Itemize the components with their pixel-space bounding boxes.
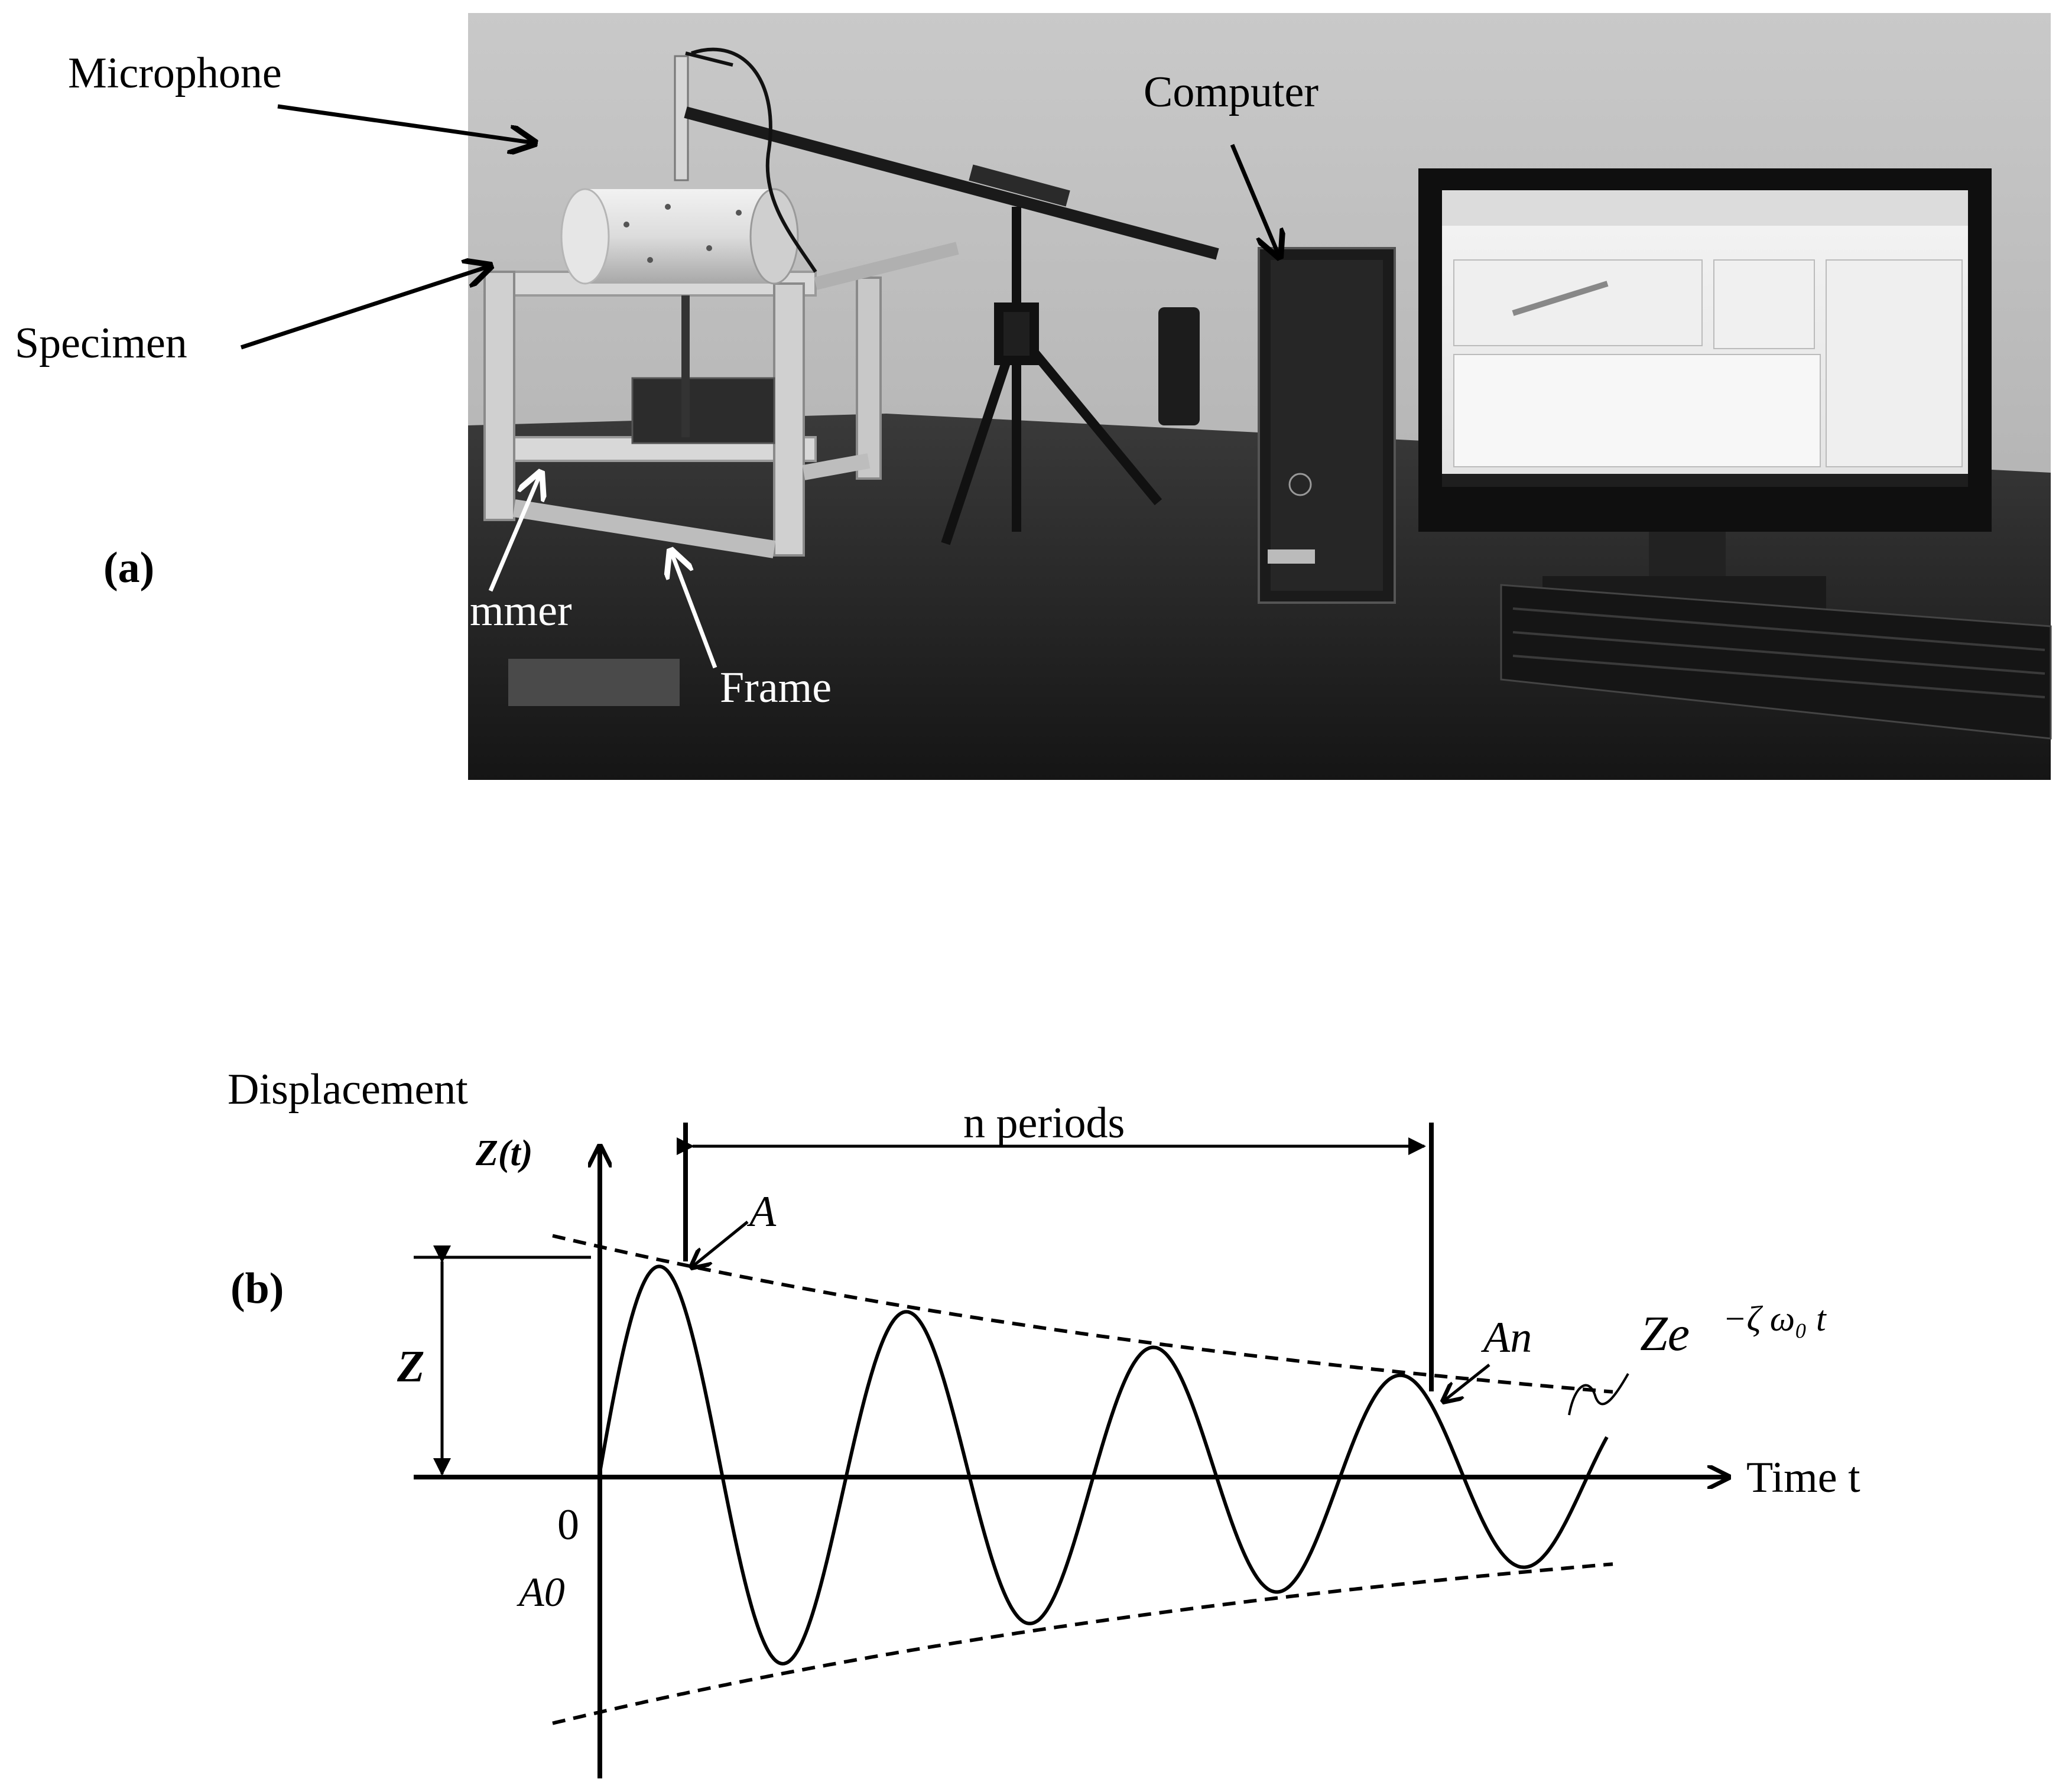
- keyboard: [1500, 584, 2052, 740]
- frame-callout-label: Frame: [720, 664, 832, 712]
- y-axis-symbol: Z(t): [475, 1133, 532, 1173]
- initial-value-label: A0: [517, 1570, 565, 1615]
- tripod-stand: [941, 207, 1162, 545]
- frame-callout-arrow: [671, 551, 717, 669]
- x-axis-title: Time t: [1746, 1453, 1860, 1502]
- computer-callout-arrow: [1230, 144, 1279, 257]
- specimen-callout-label: Specimen: [15, 319, 187, 367]
- specimen-callout-arrow: [240, 266, 491, 350]
- lower-envelope-curve: [552, 1562, 1613, 1725]
- amplitude-label: Z: [397, 1342, 424, 1391]
- microphone-callout-label: Microphone: [68, 49, 282, 97]
- microphone-callout-arrow: [277, 104, 535, 143]
- computer-tower: [1258, 247, 1396, 604]
- panel-b-label: (b): [230, 1264, 284, 1313]
- microphone-boom: [674, 47, 1219, 273]
- origin-label: 0: [557, 1501, 579, 1549]
- specimen-cylinder: [560, 188, 799, 285]
- periods-label: n periods: [963, 1099, 1125, 1147]
- first-peak-label: A: [746, 1188, 777, 1236]
- computer-callout-label: Computer: [1144, 68, 1318, 116]
- n-peak-label: An: [1480, 1313, 1532, 1362]
- y-axis-title: Displacement: [228, 1065, 468, 1114]
- hammer-callout-arrow: [488, 473, 541, 592]
- desk-drawer-plate: [508, 659, 680, 706]
- envelope-label-base: Ze: [1640, 1306, 1690, 1361]
- phone: [1158, 307, 1200, 425]
- first-peak-arrow: [691, 1221, 749, 1267]
- panel-a-label: (a): [103, 544, 154, 592]
- envelope-label-leader: [1568, 1373, 1629, 1416]
- n-peak-arrow: [1443, 1364, 1490, 1401]
- damped-oscillation-curve: [598, 1264, 1609, 1666]
- hammer-callout-label: mmer: [470, 587, 572, 635]
- monitor: [1418, 168, 1992, 612]
- test-frame: [483, 242, 959, 558]
- panel-a-photo: [468, 13, 2052, 780]
- envelope-label-exponent: −ζ ω₀ t: [1723, 1299, 1827, 1338]
- upper-envelope-curve: [552, 1234, 1613, 1394]
